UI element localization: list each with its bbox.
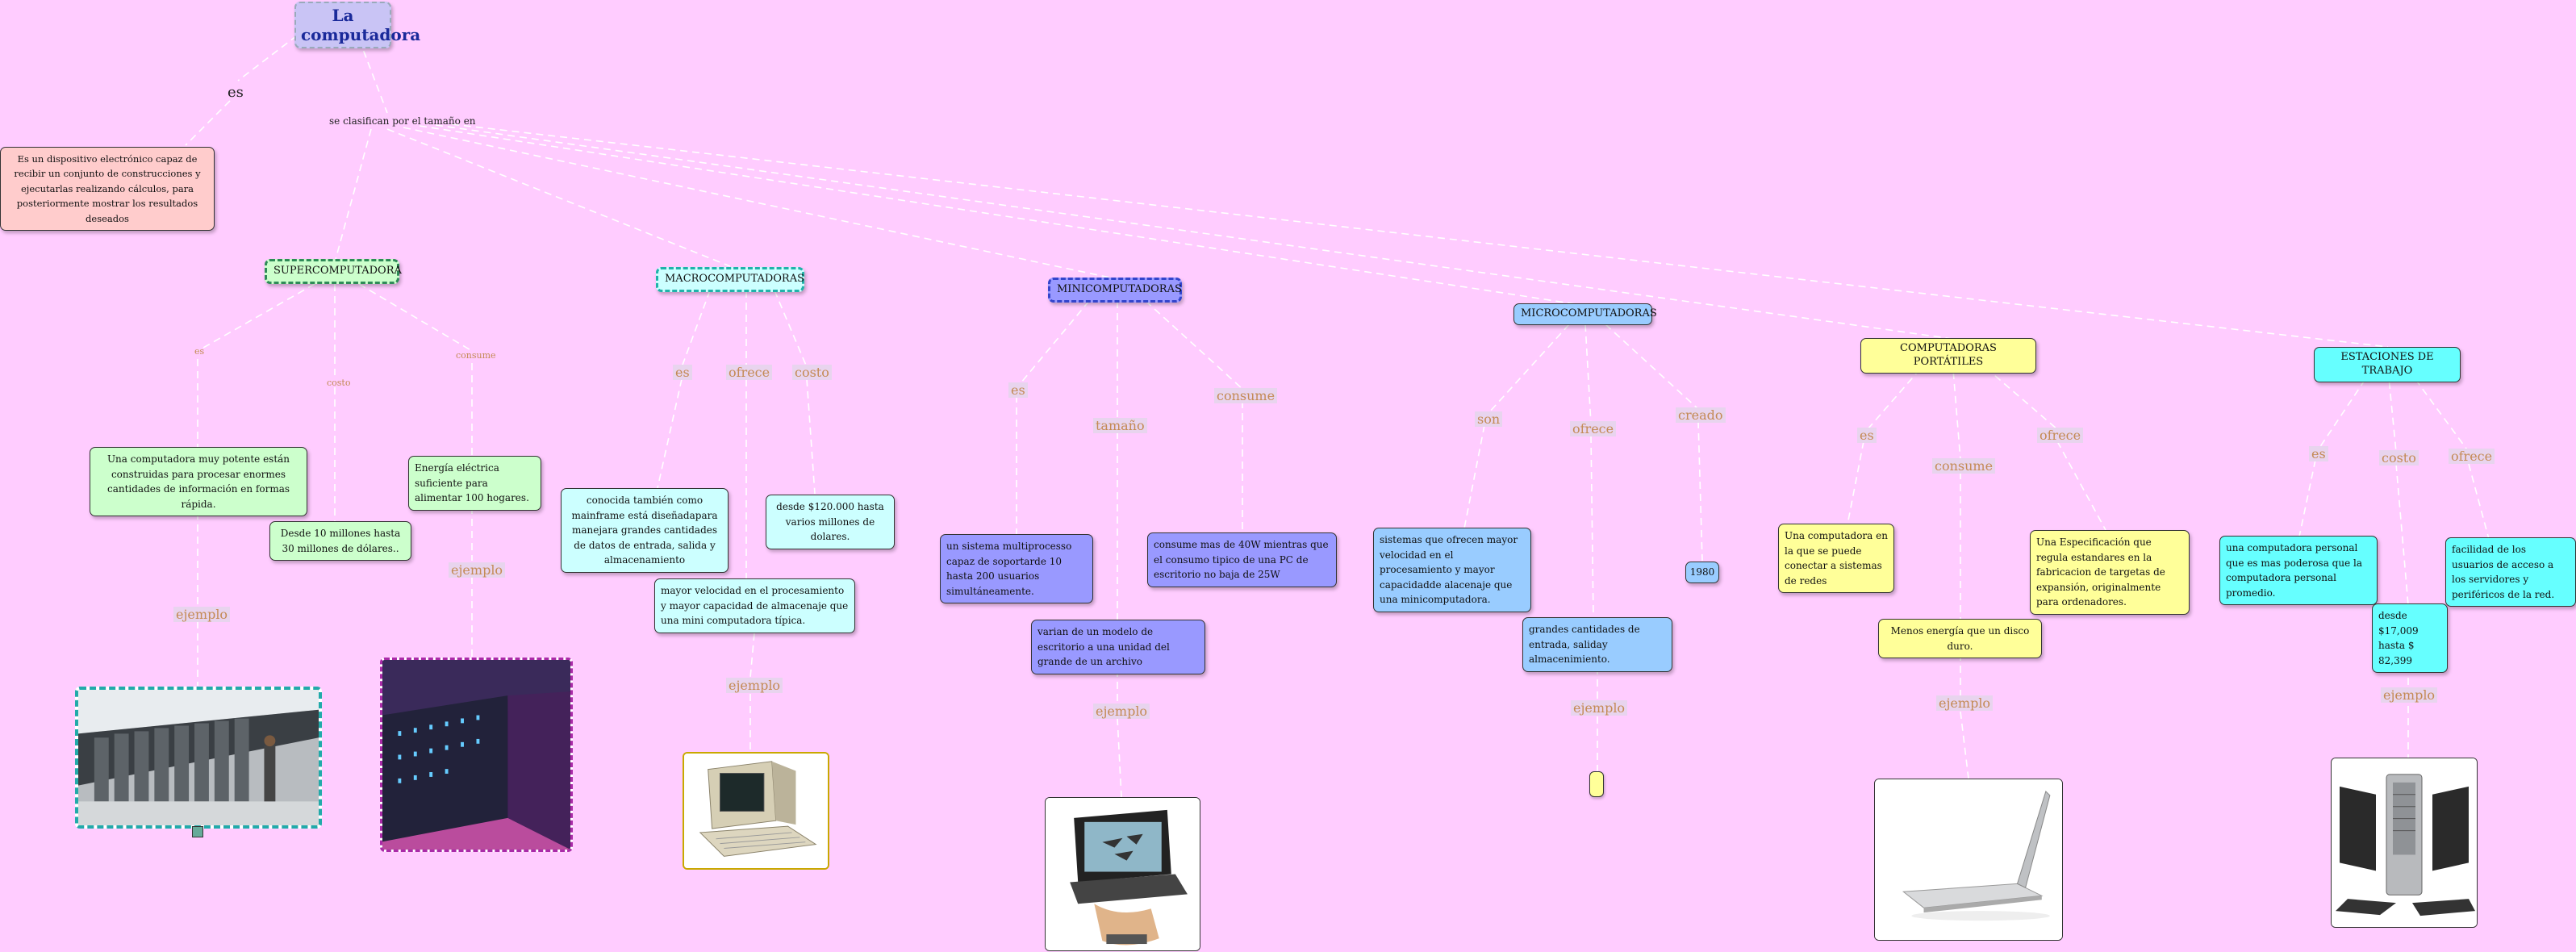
portatil-link-consume: consume (1932, 458, 1996, 474)
macro-ofrece-node[interactable]: mayor velocidad en el procesamiento y ma… (654, 578, 855, 633)
mini-link-consume: consume (1214, 388, 1278, 404)
estaciones-node[interactable]: ESTACIONES DE TRABAJO (2314, 347, 2461, 382)
super-costo-node[interactable]: Desde 10 millones hasta 30 millones de d… (269, 521, 411, 562)
supercomputer-image-2 (380, 658, 573, 852)
super-link-ejemplo-1: ejemplo (173, 607, 231, 623)
portatil-node[interactable]: COMPUTADORAS PORTÁTILES (1860, 338, 2036, 374)
super-link-costo: costo (327, 378, 351, 388)
macro-node[interactable]: MACROCOMPUTADORAS (656, 267, 804, 292)
micro-ofrece-node[interactable]: grandes cantidades de entrada, saliday a… (1522, 617, 1672, 672)
mini-es-node[interactable]: un sistema multiprocesso capaz de soport… (940, 534, 1093, 604)
estaciones-ofrece-node[interactable]: facilidad de los usuarios de acceso a lo… (2445, 537, 2576, 608)
estaciones-link-costo: costo (2379, 450, 2419, 466)
laptop-image (1874, 779, 2063, 941)
mini-link-es: es (1008, 382, 1028, 399)
estaciones-link-es: es (2309, 446, 2328, 462)
super-image-handle (192, 826, 203, 837)
estaciones-costo-node[interactable]: desde $17,009 hasta $ 82,399 (2372, 603, 2448, 674)
supercomputer-image (75, 687, 322, 829)
portatil-link-ejemplo: ejemplo (1936, 695, 1994, 712)
micro-link-ofrece: ofrece (1570, 421, 1617, 437)
macro-link-costo: costo (792, 365, 832, 381)
mainframe-image (683, 752, 829, 870)
micro-creado-node[interactable]: 1980 (1685, 562, 1719, 583)
estaciones-es-node[interactable]: una computadora personal que es mas pode… (2219, 536, 2378, 606)
estaciones-link-ofrece: ofrece (2449, 449, 2495, 465)
portatil-consume-node[interactable]: Menos energía que un disco duro. (1878, 619, 2042, 659)
super-es-node[interactable]: Una computadora muy potente están constr… (90, 447, 307, 517)
micro-node[interactable]: MICROCOMPUTADORAS (1513, 303, 1657, 325)
macro-es-node[interactable]: conocida también como mainframe está dis… (561, 488, 729, 573)
mini-tamano-node[interactable]: varian de un modelo de escritorio a una … (1031, 620, 1205, 674)
estaciones-link-ejemplo: ejemplo (2381, 687, 2438, 704)
mini-node[interactable]: MINICOMPUTADORAS (1048, 278, 1182, 303)
mini-link-ejemplo: ejemplo (1093, 704, 1150, 720)
macro-costo-node[interactable]: desde $120.000 hasta varios millones de … (766, 495, 895, 549)
link-es: es (228, 84, 244, 101)
portatil-link-ofrece: ofrece (2037, 428, 2084, 444)
macro-link-es: es (673, 365, 692, 381)
micro-link-creado: creado (1676, 407, 1726, 424)
super-consume-node[interactable]: Energía eléctrica suficiente para alimen… (408, 456, 541, 511)
super-link-ejemplo-2: ejemplo (449, 562, 506, 578)
mini-link-tamano: tamaño (1093, 418, 1147, 434)
micro-link-son: son (1475, 411, 1503, 428)
link-clasifican: se clasifican por el tamaño en (329, 115, 476, 127)
workstation-image (2331, 758, 2478, 928)
portatil-link-es: es (1857, 428, 1877, 444)
macro-link-ejemplo: ejemplo (726, 678, 783, 694)
micro-link-ejemplo: ejemplo (1571, 700, 1628, 716)
macro-link-ofrece: ofrece (726, 365, 773, 381)
super-link-consume: consume (456, 350, 496, 361)
micro-son-node[interactable]: sistemas que ofrecen mayor velocidad en … (1373, 528, 1531, 612)
definition-node[interactable]: Es un dispositivo electrónico capaz de r… (0, 147, 215, 231)
micro-image-placeholder (1589, 771, 1604, 797)
super-node[interactable]: SUPERCOMPUTADORA (265, 259, 402, 284)
main-title[interactable]: La computadora (294, 2, 420, 48)
portatil-ofrece-node[interactable]: Una Especificación que regula estandares… (2030, 530, 2190, 615)
portatil-es-node[interactable]: Una computadora en la que se puede conec… (1778, 524, 1894, 594)
super-link-es: es (194, 346, 205, 357)
minicomputer-image (1045, 797, 1200, 951)
mini-consume-node[interactable]: consume mas de 40W mientras que el consu… (1147, 532, 1337, 587)
